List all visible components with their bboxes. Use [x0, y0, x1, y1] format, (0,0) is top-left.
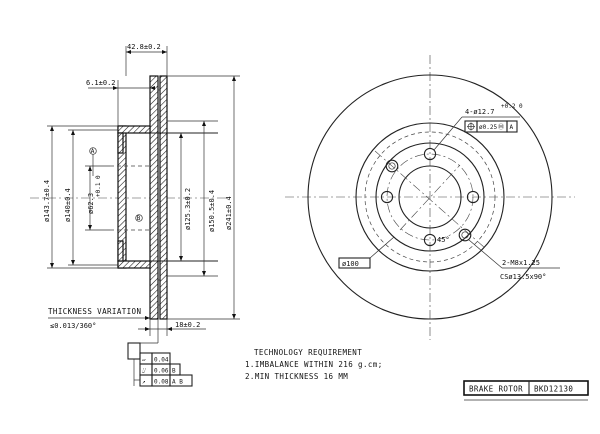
hole-callout-label: 4-ø12.7: [465, 108, 495, 116]
front-view: 45°: [285, 55, 575, 340]
threaded-hole-1: [385, 159, 399, 173]
position-datum: A: [510, 124, 514, 131]
dim-125-label: ø125.3±0.2: [184, 188, 192, 230]
dim-143: ø143.7±0.4: [43, 125, 118, 269]
section-view: A B: [30, 75, 230, 320]
dim-hat-offset-label: 6.1±0.2: [86, 79, 116, 87]
dim-125: ø125.3±0.2: [179, 133, 192, 261]
dim-150-label: ø150.5±0.4: [208, 190, 216, 232]
hat-outer-edge: [355, 122, 505, 272]
dim-62: ø62.3 +0.1 0: [85, 165, 110, 231]
position-modifier: Ⓜ: [498, 123, 504, 131]
bolt-hole-right: [466, 190, 480, 204]
position-tolerance: ø0.25: [479, 124, 497, 131]
mount-face: [375, 142, 485, 252]
tolerance-row-2-symbol: ⌰: [142, 368, 146, 375]
hub-face-lower: [117, 240, 124, 262]
dim-width-overall-label: 42.8±0.2: [127, 43, 161, 51]
bolt-hole-top: [423, 147, 437, 161]
hat-inner-edge: [364, 131, 496, 263]
tolerance-row-3-datum: A B: [172, 379, 183, 386]
tolerance-row-3-value: 0.08: [154, 379, 169, 386]
part-code: BKD12130: [534, 385, 573, 394]
bolt-hole-bottom: [423, 233, 437, 247]
dim-150: ø150.5±0.4: [167, 120, 218, 277]
outer-rim: [307, 74, 553, 320]
hole-callout: 4-ø12.7 +0.2 0 ø0.25 Ⓜ A: [433, 103, 523, 151]
requirement-item-1: 1.IMBALANCE WITHIN 216 g.cm;: [245, 360, 383, 369]
dim-241-label: ø241±0.4: [225, 196, 233, 230]
dim-width-overall: 42.8±0.2: [125, 43, 168, 76]
technology-requirement: TECHNOLOGY REQUIREMENT 1.IMBALANCE WITHI…: [245, 348, 383, 381]
tolerance-frame: ▱ 0.04 ⌰ 0.06 B ↗ 0.08 A B: [127, 342, 193, 387]
dim-hat-offset: 6.1±0.2: [86, 79, 155, 126]
pitch-circle: [386, 153, 474, 241]
dim-thickness-label: 18±0.2: [175, 321, 200, 329]
dim-140: ø140±0.4: [64, 129, 118, 266]
angle-label: 45°: [437, 236, 450, 244]
inner-friction-plate: [149, 75, 159, 320]
datum-marker-b: B: [137, 215, 141, 222]
countersink-label: CSø13.5x90°: [500, 273, 546, 281]
dim-thickness: 18±0.2: [138, 319, 206, 336]
tolerance-row-1-symbol: ▱: [142, 357, 146, 364]
dim-143-label: ø143.7±0.4: [43, 180, 51, 222]
thickness-variation-value: ≤0.013/360°: [50, 322, 96, 330]
thread-callout: 2-M8x1.25 CSø13.5x90°: [468, 239, 560, 281]
pcd-label: ø100: [342, 260, 359, 268]
tolerance-row-2-datum: B: [172, 368, 176, 375]
dim-62-tolerance: +0.1 0: [95, 175, 102, 197]
threaded-hole-2: [458, 228, 472, 242]
dim-140-label: ø140±0.4: [64, 188, 72, 222]
thickness-variation-note: THICKNESS VARIATION ≤0.013/360°: [48, 307, 150, 330]
title-block: BRAKE ROTOR BKD12130: [463, 380, 589, 401]
tolerance-row-3-symbol: ↗: [142, 379, 146, 386]
dim-62-label: ø62.3: [87, 193, 95, 214]
tolerance-row-1-value: 0.04: [154, 357, 169, 364]
tolerance-row-2-value: 0.06: [154, 368, 169, 375]
dim-241: ø241±0.4: [167, 75, 240, 320]
pcd-callout: ø100: [338, 236, 395, 269]
requirement-item-2: 2.MIN THICKNESS 16 MM: [245, 372, 348, 381]
datum-marker-a: A: [91, 148, 95, 155]
part-name: BRAKE ROTOR: [469, 385, 523, 394]
requirements-title: TECHNOLOGY REQUIREMENT: [254, 348, 362, 357]
thread-label: 2-M8x1.25: [502, 259, 540, 267]
hub-face-upper: [117, 132, 124, 154]
outer-friction-plate: [159, 75, 168, 320]
bolt-hole-left: [380, 190, 394, 204]
hat-bottom-flange: [117, 260, 151, 269]
hat-top-flange: [117, 125, 151, 134]
thickness-variation-label: THICKNESS VARIATION: [48, 307, 141, 316]
hole-callout-tolerance: +0.2 0: [501, 103, 523, 110]
center-bore: [398, 165, 462, 229]
cooling-vents: [158, 89, 160, 306]
